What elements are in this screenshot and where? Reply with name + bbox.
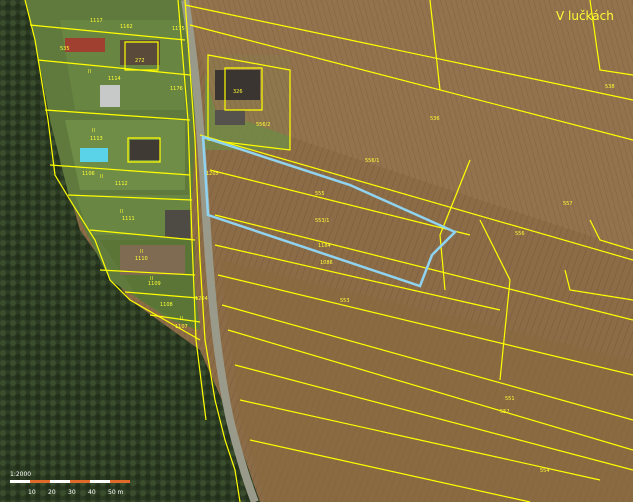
parcel-label: 1108 [160,302,173,308]
scale-tick: 40 [88,489,96,496]
parcel-label: 1114 [108,76,121,82]
parcel-label: 1109 [148,281,161,287]
scale-tick: 20 [48,489,56,496]
selected-parcel-outline[interactable] [201,135,458,288]
building-mark: II [120,209,123,215]
parcel-label: 1205 [206,171,219,177]
scale-tick: 30 [68,489,76,496]
scale-tick: 50 m [108,489,124,496]
parcel-label: 272 [135,58,145,64]
place-name-label: V lučkách [556,9,614,23]
parcel-label: 556 [515,231,525,237]
scale-bar: 1:2000 10 20 30 40 50 m [10,471,130,496]
parcel-label: 553/1 [315,218,329,224]
building-mark: II [92,128,95,134]
parcel-boundaries [24,0,633,502]
parcel-label: 556/2 [256,122,270,128]
parcel-label: 557 [563,201,573,207]
parcel-label: 551 [505,396,515,402]
parcel-label: 1162 [120,24,133,30]
parcel-label: 1106 [82,171,95,177]
parcel-label: 536 [430,116,440,122]
building-mark: II [150,276,153,282]
parcel-label: 1113 [90,136,103,142]
building-mark: II [88,69,91,75]
parcel-label: 1110 [135,256,148,262]
parcel-label: 556/1 [365,158,379,164]
parcel-label: 555 [315,191,325,197]
parcel-label: 1204 [195,296,208,302]
building-mark: II [140,249,143,255]
parcel-label: 1176 [170,86,183,92]
parcel-label: 1107 [175,324,188,330]
building-mark: II [100,174,103,180]
parcel-label: 552 [500,409,510,415]
parcel-label: 535 [60,46,70,52]
parcel-label: 1086 [320,260,333,266]
parcel-labels: 538 536 556/1 555 557 556 553/1 1184 108… [60,18,615,474]
parcel-label: 1117 [90,18,103,24]
parcel-label: 554 [540,468,550,474]
parcel-label: 326 [233,89,243,95]
parcel-label: 1112 [115,181,128,187]
scale-tick: 10 [28,489,36,496]
parcel-label: 1184 [318,243,331,249]
building-mark: II [180,316,183,322]
building-marks: II II II II II II II [88,69,183,322]
parcel-label: 1175 [172,26,185,32]
parcel-label: 1111 [122,216,135,222]
parcel-label: 538 [605,84,615,90]
parcel-label: 553 [340,298,350,304]
scale-ratio: 1:2000 [10,471,31,478]
